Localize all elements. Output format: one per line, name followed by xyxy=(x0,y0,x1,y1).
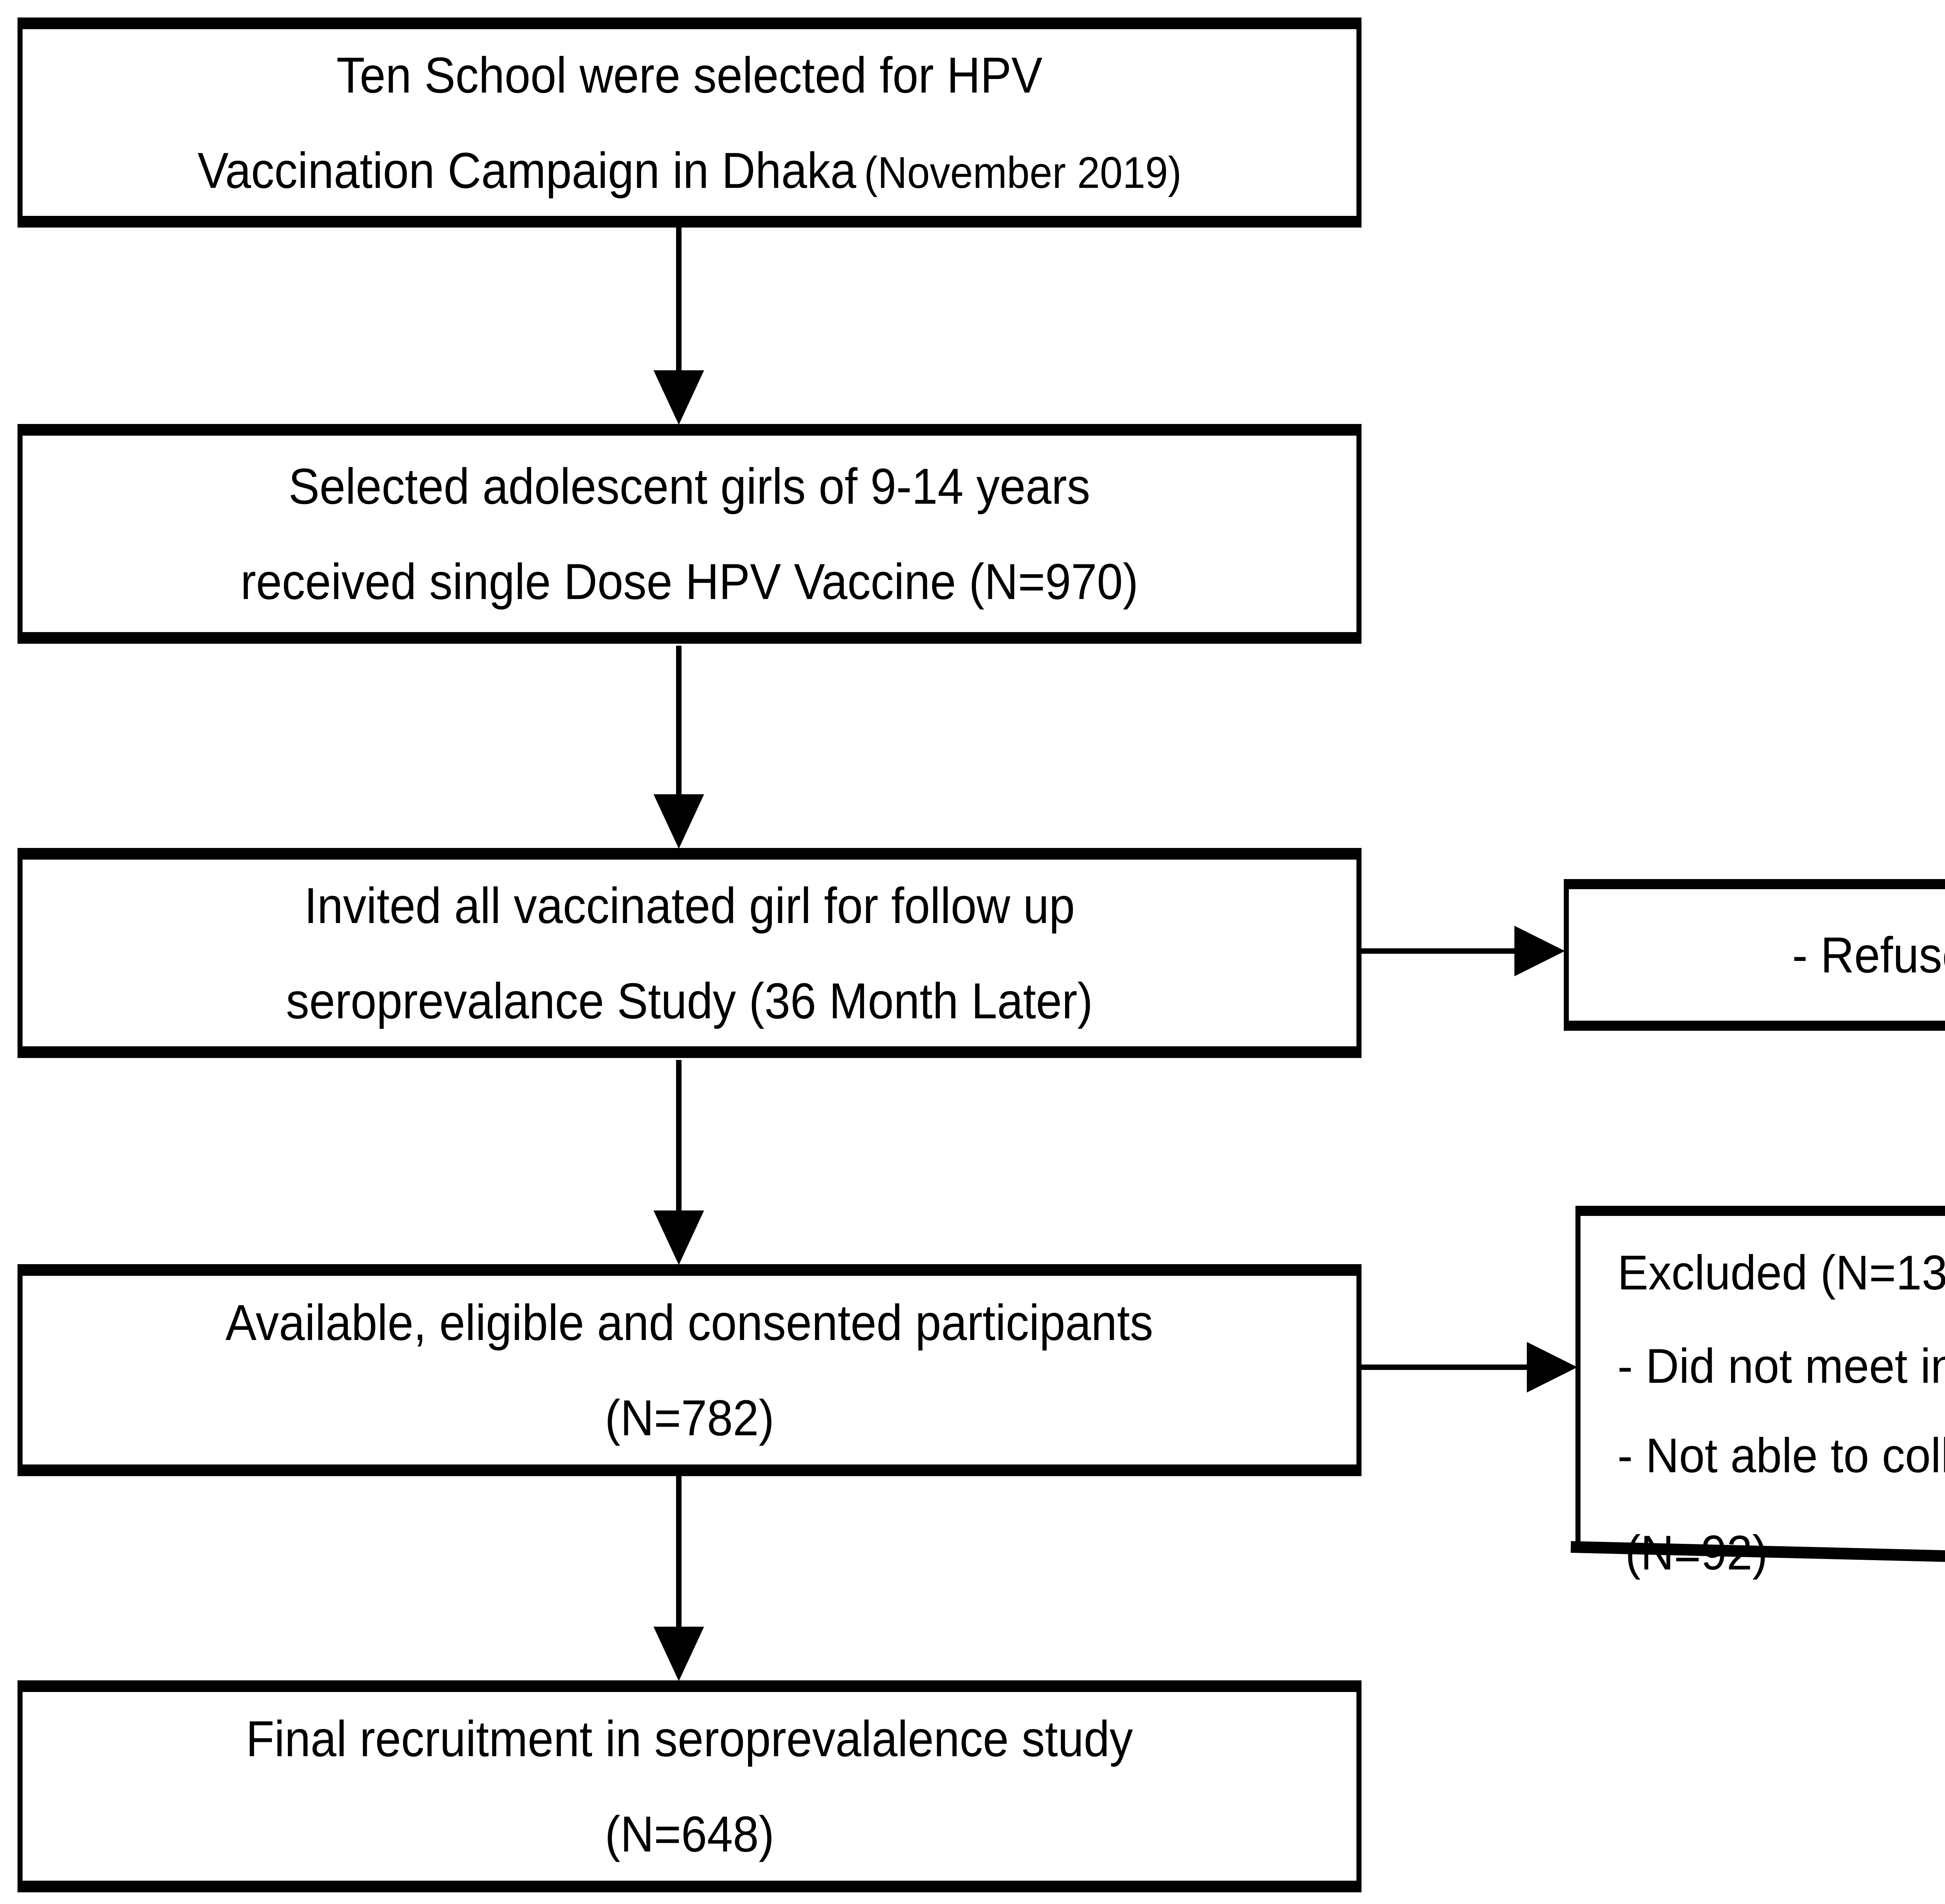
excluded-item-blood-sample: - Not able to collect blood sample (N=92… xyxy=(1617,1429,1945,1483)
arrowhead-down-4-icon xyxy=(654,1627,704,1681)
connector-down-1 xyxy=(676,228,682,379)
connector-down-3 xyxy=(676,1060,682,1217)
connector-down-2 xyxy=(676,646,682,801)
arrowhead-right-2-icon xyxy=(1527,1342,1577,1393)
box4-line1: Available, eligible and consented partic… xyxy=(226,1294,1153,1351)
arrowhead-down-3-icon xyxy=(654,1210,704,1265)
refused-line: - Refused to participate (N=188) xyxy=(1792,927,1945,983)
excluded-title: Excluded (N=134) xyxy=(1617,1246,1945,1300)
excluded-item-inclusion-criteria: - Did not meet inclusion criteria (N=42) xyxy=(1617,1339,1945,1393)
box-girls-vaccinated: Selected adolescent girls of 9-14 years … xyxy=(18,424,1362,644)
box2-line1: Selected adolescent girls of 9-14 years xyxy=(289,458,1090,515)
box3-line1: Invited all vaccinated girl for follow u… xyxy=(304,877,1075,934)
box5-line2: (N=648) xyxy=(605,1806,774,1862)
box5-line1: Final recruitment in seroprevalalence st… xyxy=(246,1710,1133,1767)
box-final-recruitment: Final recruitment in seroprevalalence st… xyxy=(18,1680,1362,1892)
box2-line2: received single Dose HPV Vaccine (N=970) xyxy=(240,553,1139,610)
box1-line2: Vaccination Campaign in Dhaka(November 2… xyxy=(198,141,1181,200)
box1-line2-main: Vaccination Campaign in Dhaka xyxy=(197,142,856,199)
arrowhead-down-2-icon xyxy=(654,794,704,849)
arrowhead-right-1-icon xyxy=(1514,926,1565,976)
connector-down-4 xyxy=(676,1476,682,1634)
box-consented-participants: Available, eligible and consented partic… xyxy=(18,1264,1362,1476)
connector-right-1 xyxy=(1362,948,1517,954)
box-schools-selected: Ten School were selected for HPV Vaccina… xyxy=(18,18,1362,228)
arrowhead-down-1-icon xyxy=(654,370,704,425)
box-excluded: Excluded (N=134) - Did not meet inclusio… xyxy=(1575,1206,1945,1580)
box3-line2: seroprevalance Study (36 Month Later) xyxy=(286,972,1093,1029)
box-refused: - Refused to participate (N=188) xyxy=(1564,879,1945,1031)
box1-line2-date: (November 2019) xyxy=(864,148,1182,198)
box1-line1: Ten School were selected for HPV xyxy=(336,46,1043,103)
box-invited-followup: Invited all vaccinated girl for follow u… xyxy=(18,848,1362,1058)
box4-line2: (N=782) xyxy=(605,1389,774,1446)
connector-right-2 xyxy=(1362,1365,1531,1370)
